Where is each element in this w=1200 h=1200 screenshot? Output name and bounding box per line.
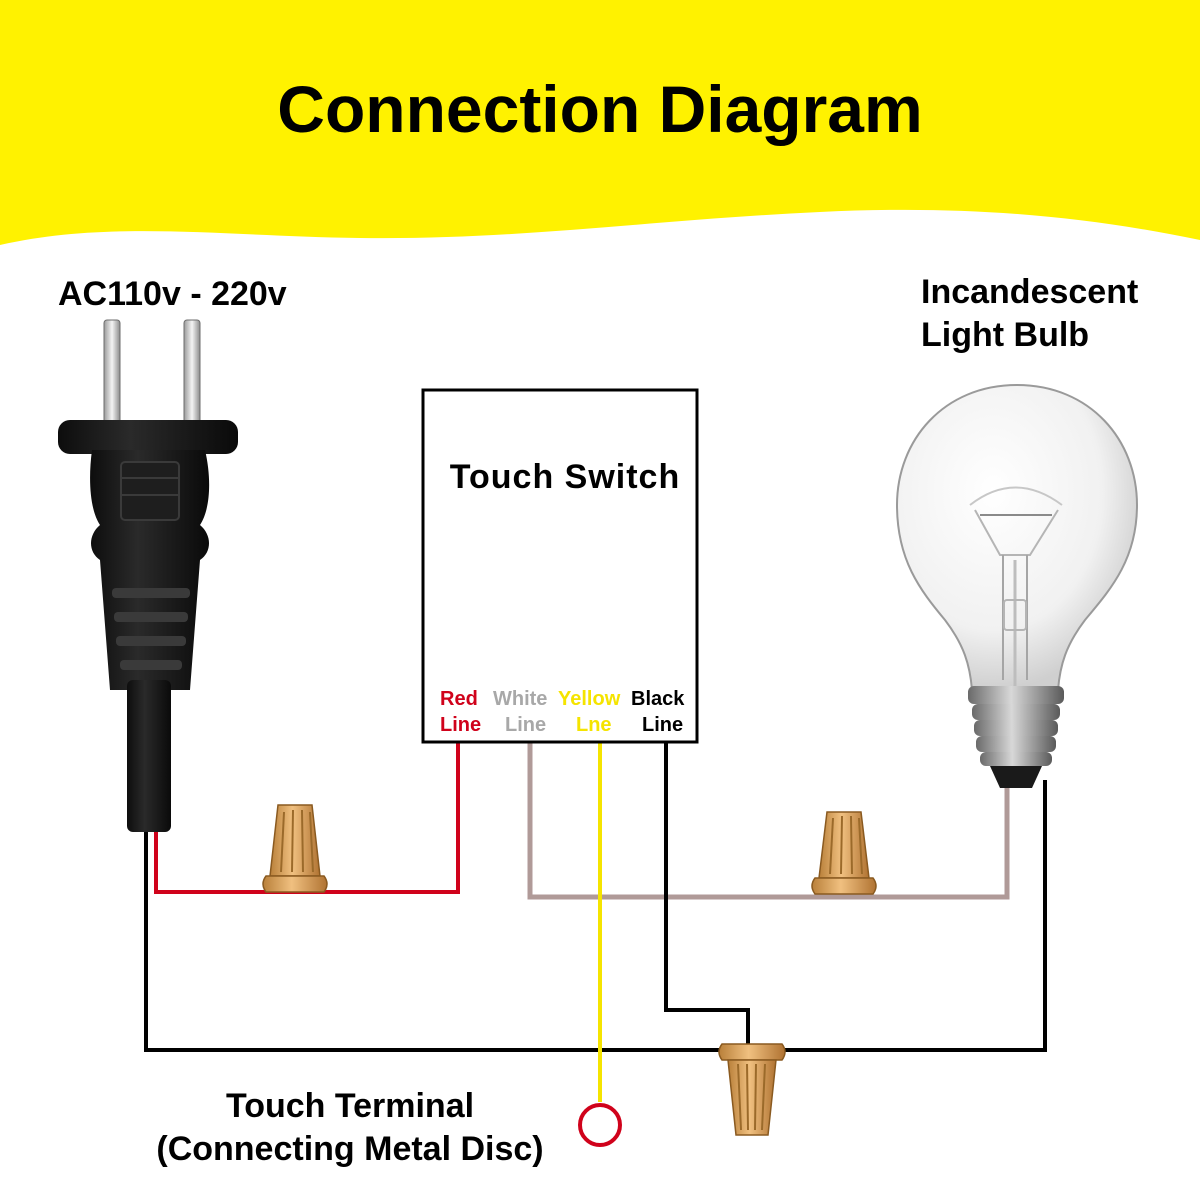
header-banner xyxy=(0,0,1200,245)
touch-switch-label: Touch Switch xyxy=(450,458,680,496)
touch-terminal-label-line2: (Connecting Metal Disc) xyxy=(156,1130,543,1168)
wire-nut-black xyxy=(718,1043,786,1136)
page-title: Connection Diagram xyxy=(277,72,922,146)
black-line-label-top: Black xyxy=(631,688,685,710)
white-line-label-bottom: Line xyxy=(505,714,546,736)
yellow-line-label-bottom: Lne xyxy=(576,714,612,736)
red-line-label-bottom: Line xyxy=(440,714,481,736)
touch-terminal-label-line1: Touch Terminal xyxy=(226,1087,474,1125)
bulb-label-line2: Light Bulb xyxy=(921,316,1089,354)
light-bulb-icon xyxy=(895,383,1139,788)
power-source-label: AC110v - 220v xyxy=(58,275,287,313)
bulb-label-line1: Incandescent xyxy=(921,273,1138,311)
white-line-label-top: White xyxy=(493,688,547,710)
wire-nut-white xyxy=(811,811,877,895)
white-wire xyxy=(527,742,1010,900)
yellow-line-label-top: Yellow xyxy=(558,688,621,710)
wire-nut-red xyxy=(262,804,328,893)
red-line-label-top: Red xyxy=(440,688,478,710)
black-line-label-bottom: Line xyxy=(642,714,683,736)
power-plug-icon xyxy=(58,319,238,832)
plug-black-wire xyxy=(144,780,1047,1052)
touch-terminal-disc xyxy=(578,1103,622,1147)
touch-switch-box: Touch Switch Red Line White Line Yellow … xyxy=(421,388,699,744)
switch-black-wire xyxy=(664,742,750,1048)
